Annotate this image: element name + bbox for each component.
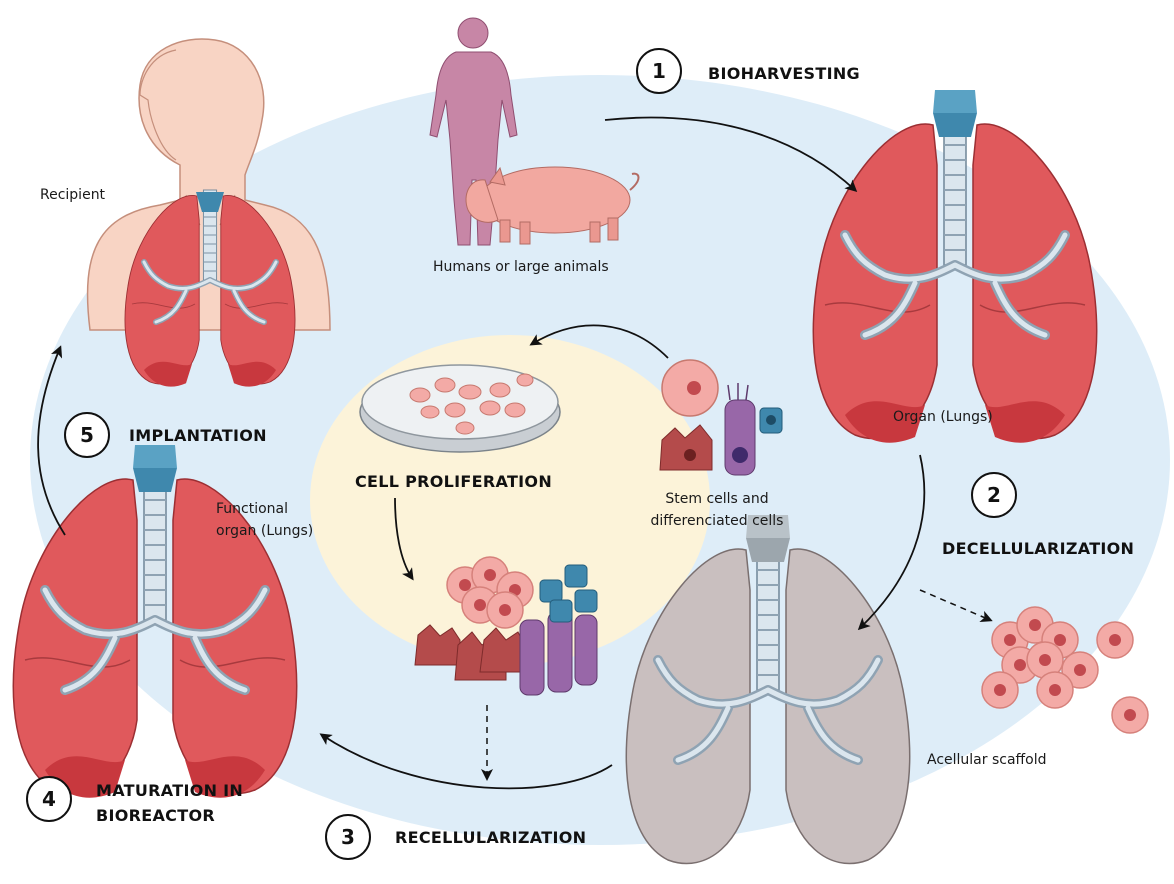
recipient-label: Recipient xyxy=(40,186,105,205)
step-4-number: 4 xyxy=(26,776,72,822)
cells-label-line2: differenciated cells xyxy=(651,512,784,531)
petri-dish xyxy=(360,365,560,452)
source-label: Humans or large animals xyxy=(433,258,609,277)
step-2-title: DECELLULARIZATION xyxy=(942,538,1134,559)
step-4-title-line2: BIOREACTOR xyxy=(96,805,215,826)
step-5-number: 5 xyxy=(64,412,110,458)
step-2-number: 2 xyxy=(971,472,1017,518)
cell-proliferation-label: CELL PROLIFERATION xyxy=(355,472,552,491)
functional-organ-label-line2: organ (Lungs) xyxy=(216,522,313,541)
organ-label: Organ (Lungs) xyxy=(893,408,993,427)
cells-label-line1: Stem cells and xyxy=(665,490,768,509)
step-1-number: 1 xyxy=(636,48,682,94)
step-4-title-line1: MATURATION IN xyxy=(96,780,243,801)
functional-organ-label-line1: Functional xyxy=(216,500,288,519)
scaffold-label: Acellular scaffold xyxy=(927,751,1047,770)
step-3-number: 3 xyxy=(325,814,371,860)
step-1-title: BIOHARVESTING xyxy=(708,63,860,84)
step-5-title: IMPLANTATION xyxy=(129,425,267,446)
step-3-title: RECELLULARIZATION xyxy=(395,827,586,848)
